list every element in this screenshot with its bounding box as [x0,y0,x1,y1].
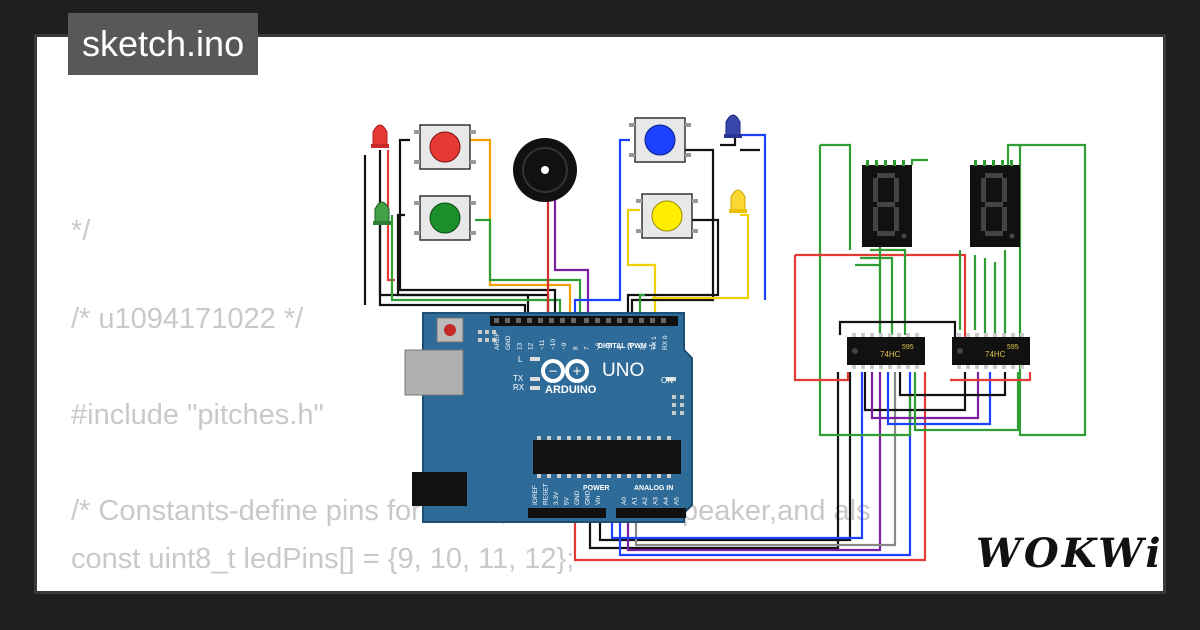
button-green[interactable] [414,195,476,241]
board-tx-label: TX [513,374,524,383]
pin-label: ~9 [561,342,568,350]
pin-label: A3 [653,497,660,505]
pin-label: ~10 [550,339,557,350]
svg-text:+: + [572,364,582,378]
board-on-label: ON [661,376,673,385]
led-red[interactable] [371,124,389,148]
board-rx-label: RX [513,383,525,392]
pin-label: GND [585,490,592,505]
wokwi-logo: WOKWi [976,530,1164,577]
board-model: UNO [602,360,644,381]
pin-label: RX 0 [662,335,669,350]
seven-segment-display-2[interactable] [970,160,1020,247]
pin-label: A2 [642,497,649,505]
pin-label: ~11 [539,339,546,350]
pin-label: RESET [543,483,550,505]
code-line: /* u1094171022 */ [71,303,304,335]
code-line: #include "pitches.h" [71,399,324,431]
pin-label: 12 [528,342,535,350]
pin-label: ~5 [606,342,613,350]
pin-label: Vin [595,495,602,505]
pin-label: 3.3V [553,491,560,505]
pin-label: A4 [663,497,670,505]
shift-register-label: 74HC [985,350,1006,359]
buzzer[interactable] [513,138,577,202]
pin-label: ~6 [595,342,602,350]
shift-register-label: 74HC [880,350,901,359]
file-title: sketch.ino [68,13,259,75]
wires [363,130,767,318]
pin-label: GND [574,490,581,505]
pin-label: A5 [674,497,681,505]
board-brand: ARDUINO [545,384,597,396]
pin-label: ~3 [628,342,635,350]
board-power-label: POWER [583,485,609,492]
code-line: const uint8_t ledPins[] = {9, 10, 11, 12… [71,543,575,575]
pin-label: A1 [632,497,639,505]
shift-register-1[interactable]: 74HC 595 [847,333,925,369]
board-analog-label: ANALOG IN [634,485,673,492]
board-l-label: L [518,355,523,364]
pin-label: 13 [516,342,523,350]
pin-label: IOREF [532,485,539,505]
shift-register-2[interactable]: 74HC 595 [952,333,1030,369]
pin-label: 7 [584,346,591,350]
pin-label: AREF [494,333,501,350]
top-pin-labels: AREF GND 13 12 ~11 ~10 ~9 8 7 ~6 ~5 4 ~3 2 TX 1 RX 0 [494,333,669,350]
pin-label: TX 1 [651,336,658,350]
code-line: */ [71,215,91,247]
seven-segment-display-1[interactable] [862,160,912,247]
button-red[interactable] [414,124,476,170]
pin-label: A0 [621,497,628,505]
svg-text:−: − [548,364,558,378]
pin-label: GND [505,335,512,350]
led-yellow[interactable] [729,189,747,213]
led-blue[interactable] [724,114,742,138]
shift-register-code: 595 [902,344,914,351]
led-green[interactable] [373,201,391,225]
board-digital-label: DIGITAL (PWM ~) [598,343,655,350]
button-blue[interactable] [629,117,691,163]
pin-label: 2 [640,346,647,350]
pin-label: 5V [564,496,571,505]
pin-label: 8 [572,346,579,350]
shift-register-code: 595 [1007,344,1019,351]
button-yellow[interactable] [636,193,698,239]
pin-label: 4 [617,346,624,350]
arduino-uno-board[interactable]: − + ARDUINO UNO ON L TX RX DIGITAL (PWM … [404,312,693,523]
